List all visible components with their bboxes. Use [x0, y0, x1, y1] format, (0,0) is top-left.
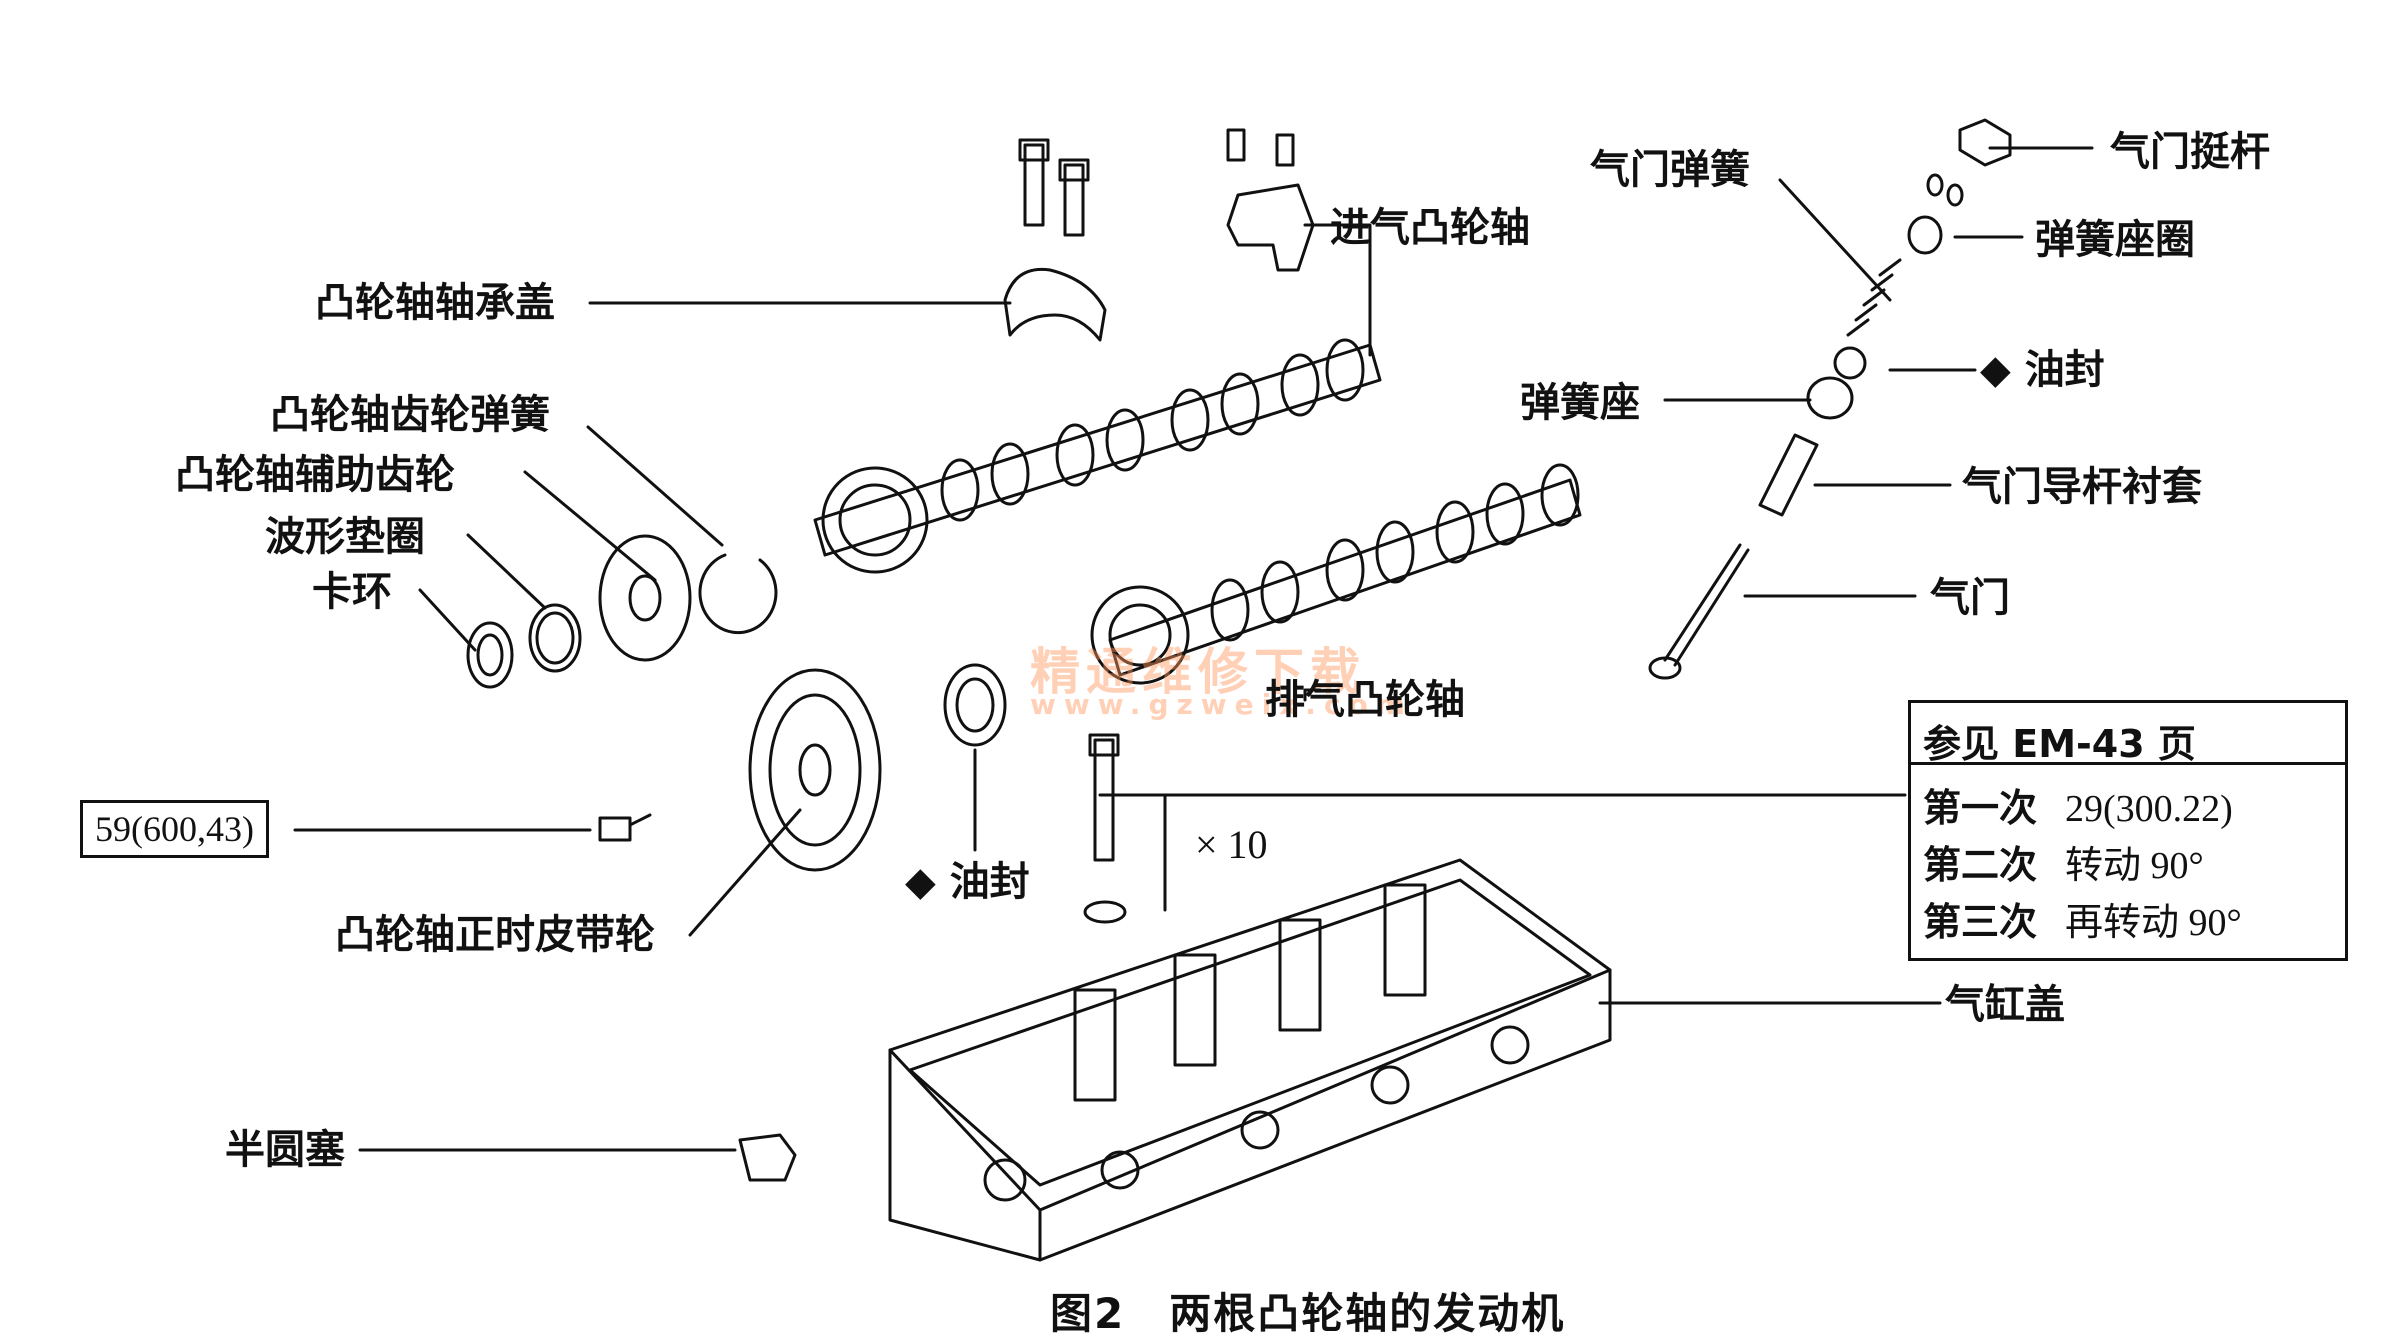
spec-value: 转动 90°: [2065, 845, 2204, 887]
label-intake-camshaft: 进气凸轮轴: [1330, 205, 1530, 251]
label-camshaft-bearing-cap: 凸轮轴轴承盖: [315, 280, 555, 326]
label-front-oil-seal: ◆ 油封: [905, 859, 1030, 905]
label-cylinder-head: 气缸盖: [1945, 982, 2065, 1028]
valve-guide: [1758, 433, 1819, 517]
spec-value: 29(300.22): [2065, 788, 2233, 830]
cylinder-head-drawing: [888, 858, 1612, 1262]
spec-row: 第二次转动 90°: [1911, 822, 2345, 887]
label-wave-washer: 波形垫圈: [265, 514, 425, 560]
label-spring-seat: 弹簧座: [1520, 380, 1640, 426]
valve-keepers: [1926, 173, 1964, 207]
label-camshaft-aux-gear: 凸轮轴辅助齿轮: [175, 452, 455, 498]
head-bolt: [1088, 733, 1120, 862]
front-oil-seal: [943, 663, 1007, 747]
watermark-url: www.gzweix.com: [1030, 688, 1413, 721]
aux-gear: [598, 534, 692, 662]
label-camshaft-gear-spring: 凸轮轴齿轮弹簧: [270, 392, 550, 438]
label-valve-lifter: 气门挺杆: [2110, 129, 2270, 175]
wave-washer: [528, 603, 582, 673]
timing-pulley: [748, 668, 882, 872]
washer: [1083, 900, 1127, 924]
spring-retainer: [1907, 215, 1943, 255]
valve-seal: [1833, 346, 1867, 380]
spec-row: 第一次 29(300.22): [1911, 765, 2345, 830]
label-valve: 气门: [1930, 575, 2010, 621]
bearing-cap-bolts: [1003, 138, 1107, 342]
valve-spring-coils: [1846, 258, 1902, 337]
snap-ring: [466, 621, 514, 689]
pulley-bolt: [598, 813, 652, 842]
valve-stem: [1648, 543, 1750, 680]
torque-sequence-table: 参见 EM-43 页 第一次 29(300.22) 第二次转动 90° 第三次再转…: [1908, 700, 2348, 961]
label-snap-ring: 卡环: [312, 569, 392, 615]
spec-value: 再转动 90°: [2065, 902, 2242, 944]
label-spring-retainer: 弹簧座圈: [2035, 217, 2195, 263]
half-round-plug: [738, 1133, 797, 1182]
spec-step: 第一次: [1923, 786, 2038, 830]
label-times-ten: × 10: [1195, 822, 1268, 867]
label-half-round-plug: 半圆塞: [225, 1127, 345, 1173]
torque-spec-box: 59(600,43): [80, 800, 269, 858]
exhaust-camshaft-drawing: [1090, 463, 1582, 685]
intake-cam-cap: [1226, 128, 1315, 272]
spec-row: 第三次再转动 90°: [1911, 879, 2345, 944]
spec-step: 第三次: [1923, 900, 2038, 944]
figure-caption: 图2 两根凸轮轴的发动机: [1050, 1289, 1566, 1336]
label-exhaust-camshaft: 排气凸轮轴: [1265, 677, 1465, 723]
spring-seat: [1806, 376, 1854, 420]
watermark-text: 精通维修下载: [1030, 643, 1366, 701]
label-valve-guide-bushing: 气门导杆衬套: [1962, 464, 2202, 510]
label-valve-spring: 气门弹簧: [1590, 147, 1750, 193]
label-valve-oil-seal: ◆ 油封: [1980, 347, 2105, 393]
label-timing-pulley: 凸轮轴正时皮带轮: [335, 912, 655, 958]
intake-camshaft-drawing: [813, 338, 1382, 574]
spec-step: 第二次: [1923, 843, 2038, 887]
valve-lifter: [1958, 118, 2012, 167]
camshaft-gear-spring: [698, 553, 778, 635]
spec-table-header: 参见 EM-43 页: [1911, 703, 2345, 766]
leader-lines: [293, 146, 2094, 1152]
